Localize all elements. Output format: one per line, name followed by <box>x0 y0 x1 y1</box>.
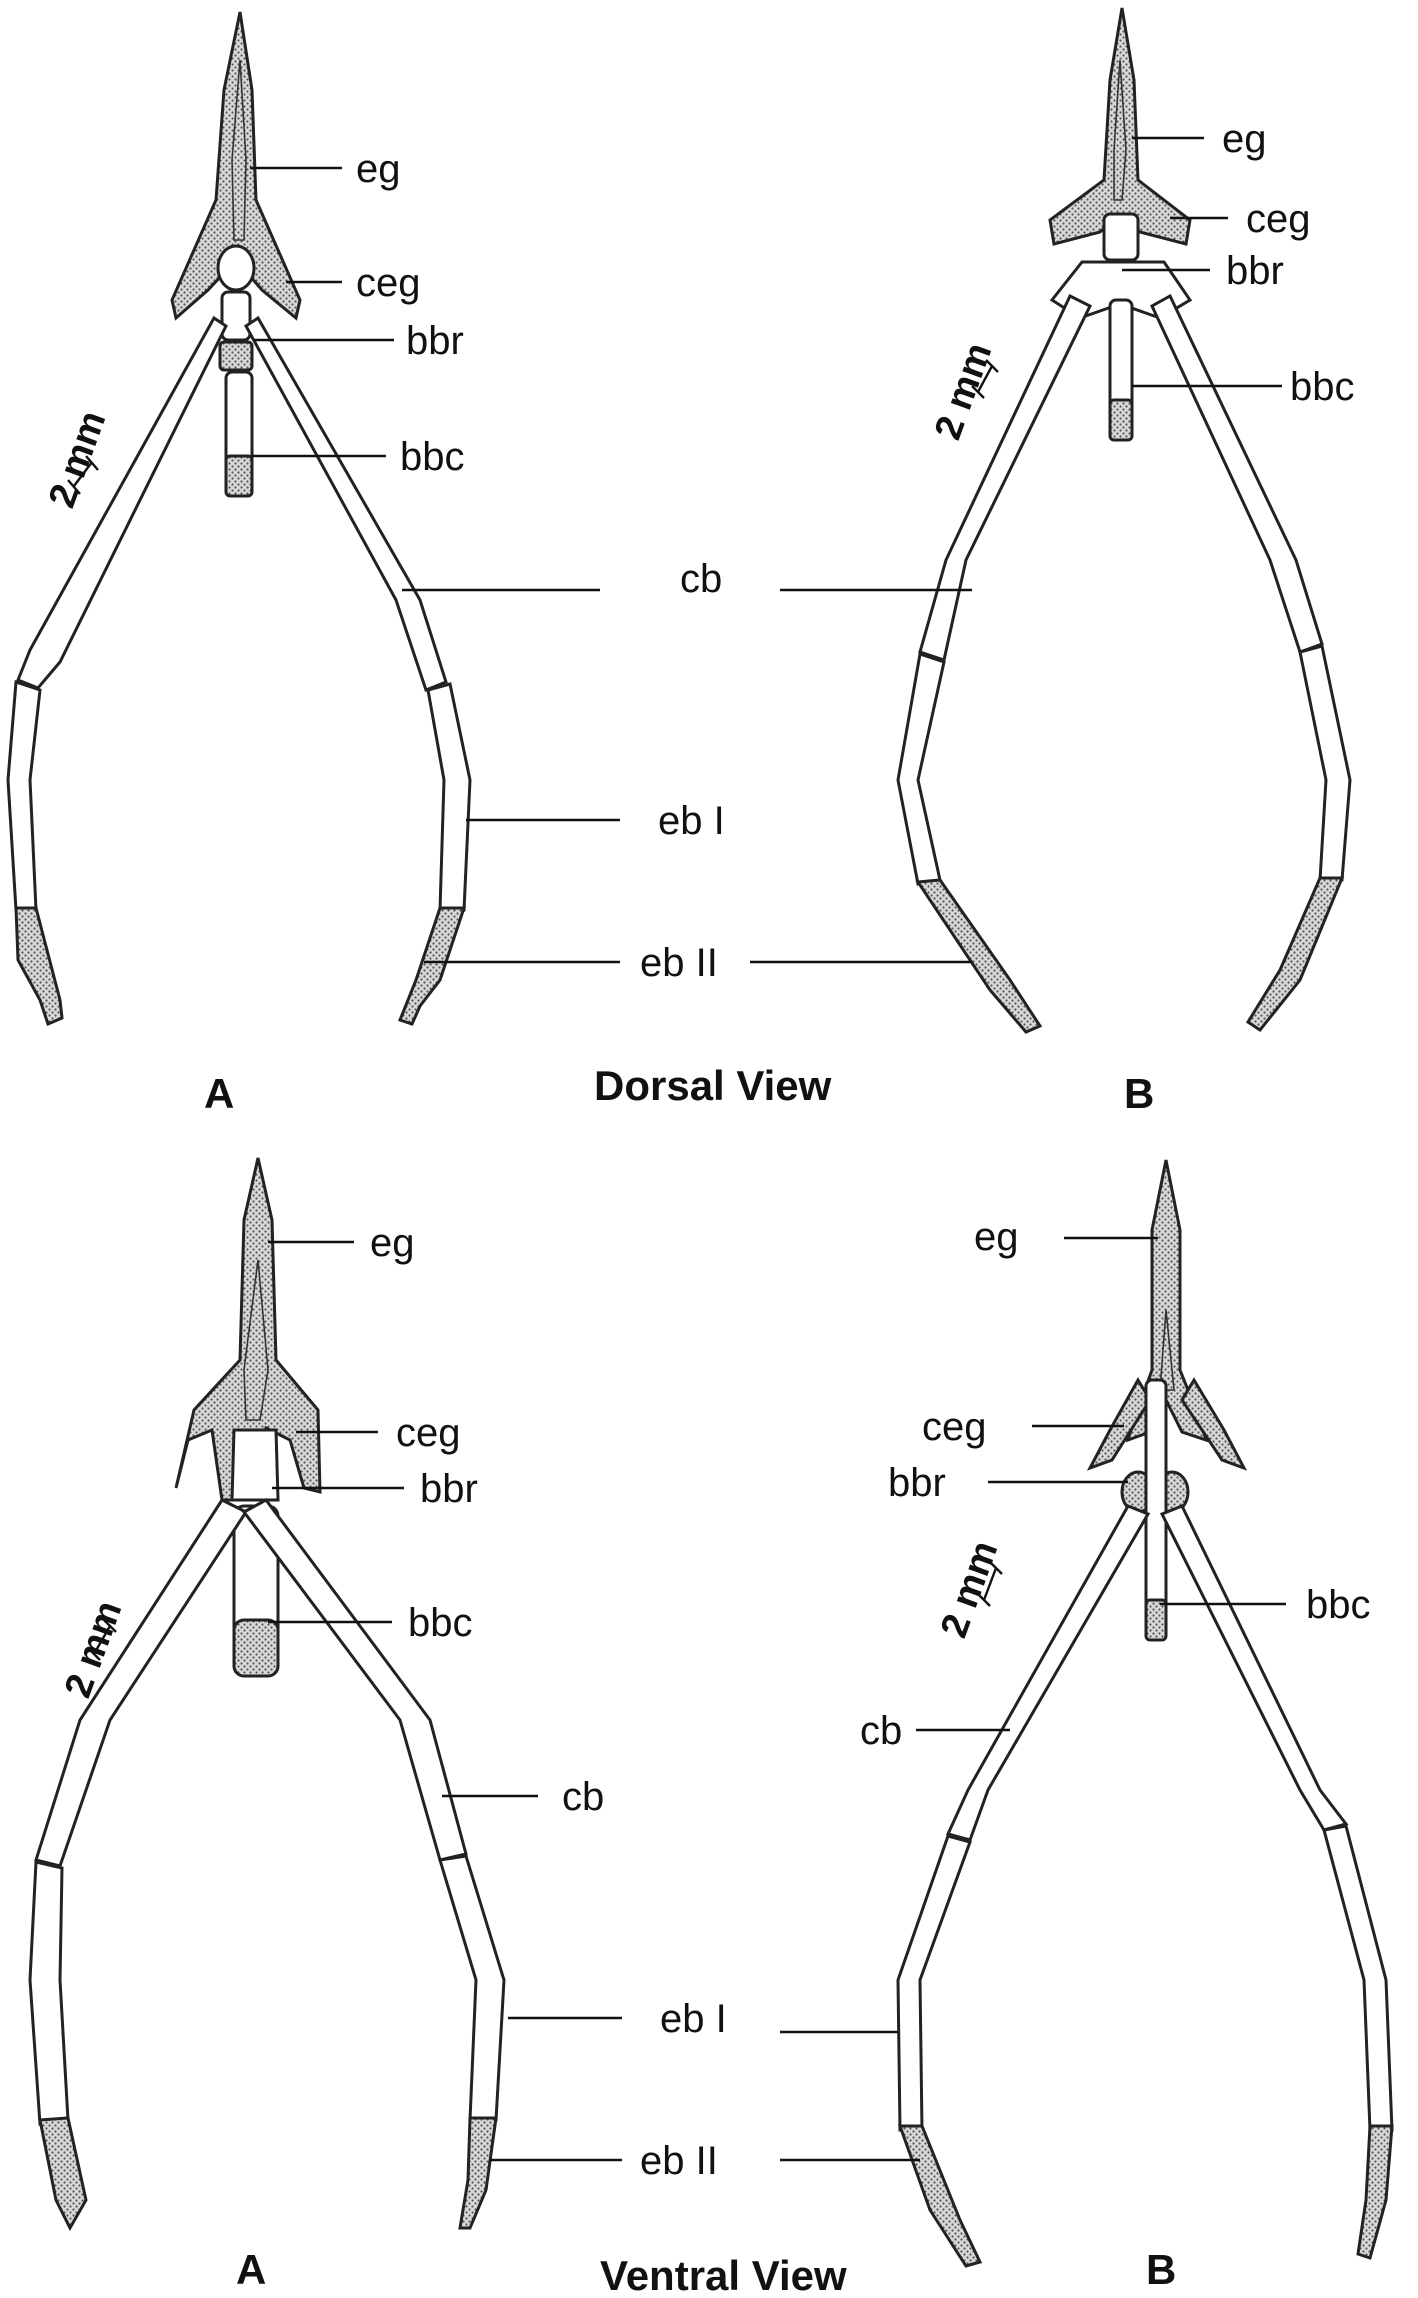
eb2-right-ventral-b <box>1356 2124 1394 2260</box>
ceg-right-ventral-b <box>1180 1377 1248 1471</box>
label-ceg-dorsal-a: ceg <box>356 261 421 305</box>
panel-label-dorsal-b: B <box>1124 1070 1154 1117</box>
label-eb2-dorsal-a: eb II <box>640 941 718 985</box>
cb-left-dorsal-b <box>918 293 1092 662</box>
label-eb1-ventral: eb I <box>660 1997 727 2041</box>
label-ceg-ventral-a: ceg <box>396 1411 461 1455</box>
eb1-right-ventral-a <box>438 1854 506 2122</box>
bbr-bone-dorsal-a <box>220 290 252 342</box>
eb2-left-dorsal-b <box>915 878 1043 1034</box>
label-eg-ventral-b: eg <box>974 1215 1019 1259</box>
view-title-dorsal: Dorsal View <box>594 1062 832 1109</box>
view-title-ventral: Ventral View <box>600 2252 847 2298</box>
panel-label-dorsal-a: A <box>204 1070 234 1117</box>
eb2-left-ventral-a <box>38 2116 88 2232</box>
panel-ventral-a: eg ceg bbr bbc cb eb I eb II 2 mm A <box>28 1157 727 2293</box>
scale-bar-dorsal-b: 2 mm <box>927 337 1000 445</box>
label-eg-dorsal-b: eg <box>1222 117 1267 161</box>
label-cb-ventral-b: cb <box>860 1709 902 1753</box>
eb1-left-dorsal-a <box>6 679 42 912</box>
panel-label-ventral-b: B <box>1146 2246 1176 2293</box>
label-ceg-ventral-b: ceg <box>922 1405 987 1449</box>
cb-right-ventral-b <box>1159 1504 1349 1832</box>
eb2-left-ventral-b <box>897 2124 983 2268</box>
label-bbr-dorsal-b: bbr <box>1226 249 1284 293</box>
eb1-right-dorsal-a <box>426 682 472 912</box>
eb2-right-dorsal-b <box>1245 876 1345 1033</box>
label-cb-ventral-a: cb <box>562 1775 604 1819</box>
cb-right-dorsal-b <box>1150 293 1324 654</box>
cb-left-dorsal-a <box>16 315 228 690</box>
eb2-right-ventral-a <box>458 2116 498 2230</box>
eg-bone-dorsal-b <box>1048 7 1192 246</box>
label-bbr-ventral-a: bbr <box>420 1467 478 1511</box>
label-bbc-dorsal-a: bbc <box>400 435 465 479</box>
label-ceg-dorsal-b: ceg <box>1246 197 1311 241</box>
label-bbr-ventral-b: bbr <box>888 1461 946 1505</box>
cb-left-ventral-b <box>945 1504 1151 1842</box>
eb2-right-dorsal-a <box>398 906 467 1026</box>
label-bbr-dorsal-a: bbr <box>406 319 464 363</box>
label-bbc-ventral-b: bbc <box>1306 1583 1371 1627</box>
ceg-joint-dorsal-a <box>216 244 256 292</box>
eb1-right-dorsal-b <box>1298 644 1352 882</box>
eb1-left-ventral-b <box>896 1834 972 2132</box>
label-eb1-dorsal-a: eb I <box>658 799 725 843</box>
scale-bar-dorsal-a: 2 mm <box>41 405 114 513</box>
panel-ventral-b: eg ceg bbr bbc cb 2 mm B <box>780 1159 1394 2293</box>
label-cb-dorsal: cb <box>680 557 722 601</box>
eb1-left-ventral-a <box>28 1860 70 2126</box>
panel-dorsal-b: eg ceg bbr bbc 2 mm B <box>750 7 1355 1117</box>
bbc-bone-ventral-b <box>1144 1378 1168 1612</box>
panel-label-ventral-a: A <box>236 2246 266 2293</box>
cb-right-dorsal-a <box>244 315 448 692</box>
eb1-left-dorsal-b <box>896 652 946 886</box>
label-bbc-ventral-a: bbc <box>408 1601 473 1645</box>
label-bbc-dorsal-b: bbc <box>1290 365 1355 409</box>
label-eb2-ventral: eb II <box>640 2139 718 2183</box>
scale-bar-ventral-b: 2 mm <box>933 1535 1006 1643</box>
panel-dorsal-a: eg ceg bbr bbc cb eb I eb II 2 mm A <box>6 11 725 1117</box>
label-eg-dorsal-a: eg <box>356 147 401 191</box>
label-eg-ventral-a: eg <box>370 1221 415 1265</box>
eb2-left-dorsal-a <box>14 906 64 1027</box>
cb-right-ventral-a <box>241 1498 468 1862</box>
eb1-right-ventral-b <box>1322 1824 1394 2132</box>
